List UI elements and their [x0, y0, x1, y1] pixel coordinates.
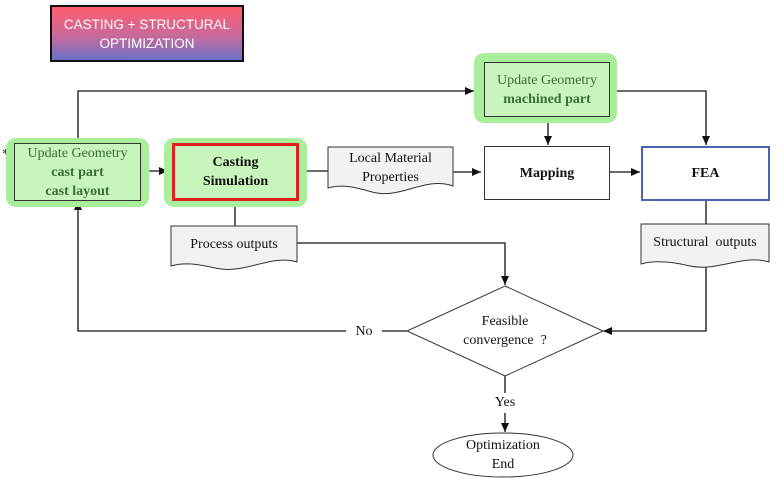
decision-diamond [405, 285, 605, 377]
decision-label: Feasible convergence ? [440, 310, 570, 352]
process-outputs-doc-shape [170, 225, 298, 270]
fea-label: FEA [691, 166, 720, 181]
end-line-1: Optimization [466, 438, 540, 453]
end-terminal-shape [432, 432, 574, 478]
update-machined-line-2: machined part [503, 91, 591, 107]
connector-cast-to-machined [77, 87, 474, 141]
connector-machined-to-fea [610, 90, 710, 145]
asterisk-marker: * [2, 146, 9, 164]
connector-structural-to-decision [603, 264, 707, 335]
process-outputs-text: Process outputs [190, 236, 278, 252]
mapping-box: Mapping [484, 146, 610, 200]
end-line-2: End [491, 457, 515, 472]
local-material-line-2: Properties [362, 170, 419, 185]
process-outputs-label: Process outputs [171, 229, 297, 259]
fea-box: FEA [641, 146, 770, 201]
yes-branch-label: Yes [486, 393, 524, 413]
update-geometry-machined-box: Update Geometry machined part [484, 62, 610, 117]
connector-no-loop [74, 201, 407, 332]
decision-line-2: convergence ? [463, 333, 547, 348]
local-material-line-1: Local Material [349, 151, 432, 166]
casting-sim-line-2: Simulation [202, 174, 269, 189]
local-material-label: Local Material Properties [328, 149, 453, 187]
title-line-2: OPTIMIZATION [99, 35, 195, 51]
structural-outputs-label: Structural outputs [641, 227, 769, 257]
title-banner: CASTING + STRUCTURAL OPTIMIZATION [50, 5, 244, 62]
update-geometry-cast-box: Update Geometry cast part cast layout [14, 143, 141, 201]
local-material-doc-shape [327, 146, 454, 195]
decision-line-1: Feasible [481, 314, 529, 329]
update-cast-line-2: cast part [51, 164, 104, 180]
update-machined-line-1: Update Geometry [497, 72, 597, 88]
structural-outputs-text: Structural outputs [653, 234, 757, 250]
update-cast-line-3: cast layout [45, 183, 110, 199]
optimization-end-label: Optimization End [433, 436, 573, 474]
mapping-label: Mapping [519, 165, 575, 181]
title-line-1: CASTING + STRUCTURAL [63, 16, 231, 32]
casting-sim-line-1: Casting [212, 155, 259, 170]
structural-outputs-doc-shape [640, 223, 770, 268]
no-branch-label: No [346, 322, 382, 342]
connector-process-to-decision [297, 242, 509, 285]
casting-simulation-box: Casting Simulation [172, 143, 299, 201]
update-cast-line-1: Update Geometry [27, 145, 128, 161]
